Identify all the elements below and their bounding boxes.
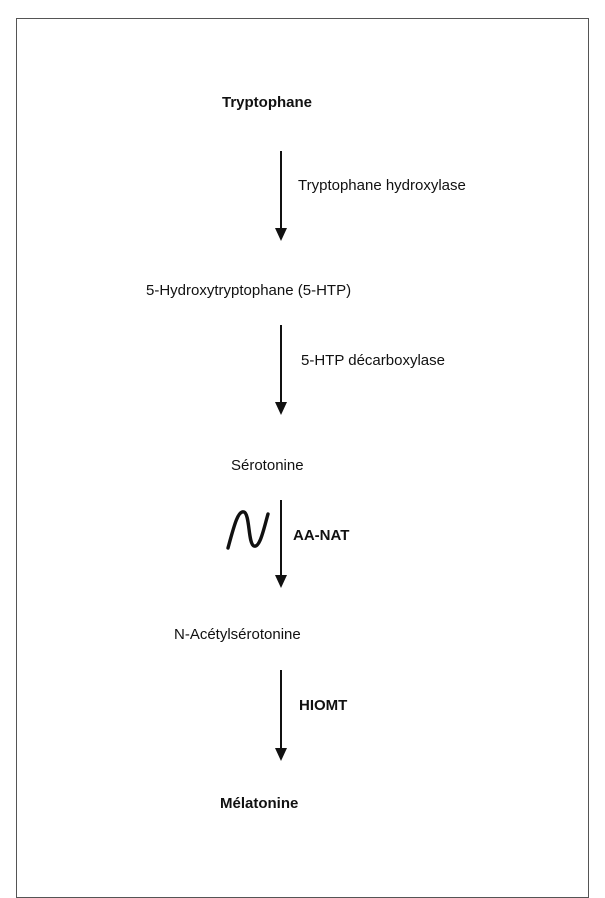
reaction-arrow-2 — [275, 325, 287, 415]
enzyme-5-htp-decarboxylase: 5-HTP décarboxylase — [301, 352, 445, 369]
enzyme-aa-nat: AA-NAT — [293, 527, 350, 544]
compound-serotonine: Sérotonine — [231, 457, 304, 474]
enzyme-tryptophane-hydroxylase: Tryptophane hydroxylase — [298, 177, 466, 194]
compound-5-htp: 5-Hydroxytryptophane (5-HTP) — [146, 282, 352, 299]
compound-n-acetylserotonine: N-Acétylsérotonine — [174, 626, 301, 643]
reaction-arrow-4 — [275, 670, 287, 761]
reaction-arrow-1 — [275, 151, 287, 241]
reaction-arrow-3 — [275, 500, 287, 588]
enzyme-hiomt: HIOMT — [299, 697, 348, 714]
compound-tryptophane: Tryptophane — [222, 94, 313, 111]
compound-melatonine: Mélatonine — [220, 795, 299, 812]
sine-wave-icon — [226, 510, 270, 550]
